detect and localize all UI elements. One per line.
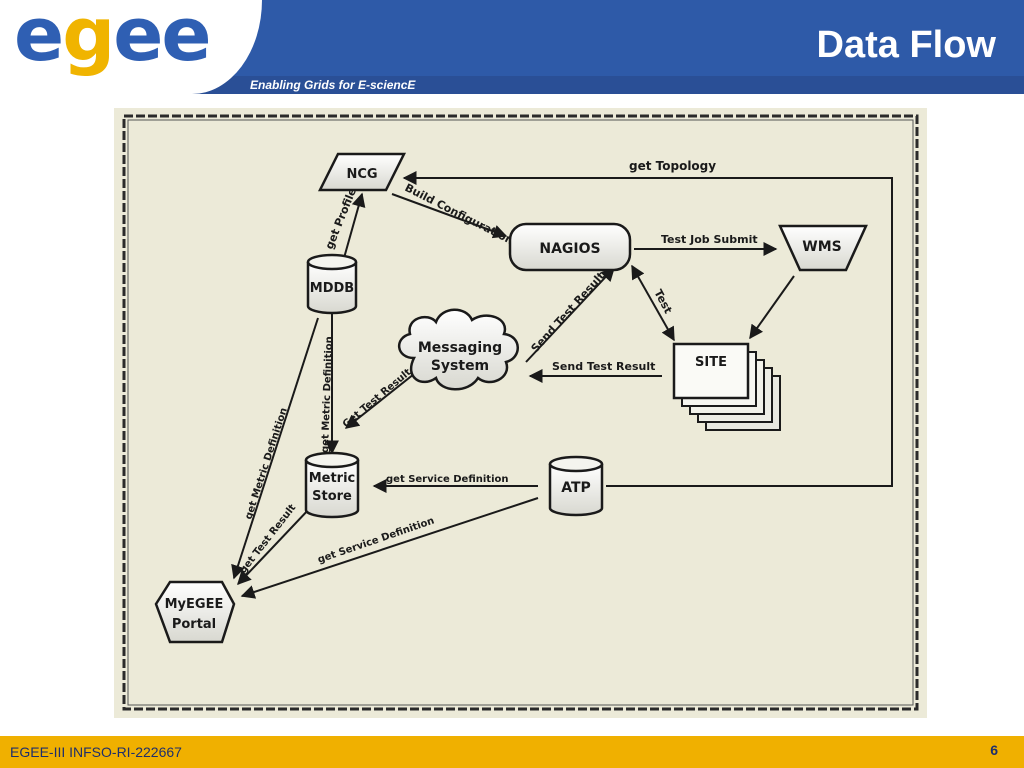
logo-container: egee (0, 0, 262, 94)
node-wms: WMS (778, 224, 868, 272)
header-band (0, 76, 1024, 94)
footer-bar: EGEE-III INFSO-RI-222667 6 (0, 736, 1024, 768)
node-myegee-label-2: Portal (172, 617, 216, 632)
label-get-service-definition-1: get Service Definition (386, 474, 509, 485)
node-messaging-label-2: System (431, 358, 489, 374)
edge-test-job-submit: Test Job Submit (634, 233, 778, 256)
egee-logo: egee (14, 0, 212, 78)
node-site-label: SITE (695, 355, 727, 370)
data-flow-diagram: get Topology Build Configuration get Pro… (114, 108, 927, 718)
node-nagios: NAGIOS (508, 222, 632, 272)
edge-wms-site (749, 275, 795, 340)
node-atp: ATP (548, 455, 604, 517)
edge-get-service-definition-1: get Service Definition (372, 474, 538, 493)
slide-title: Data Flow (816, 24, 996, 66)
diagram-frame (122, 114, 919, 711)
node-messaging-system: Messaging System (398, 308, 519, 391)
label-test-job-submit: Test Job Submit (661, 233, 758, 246)
node-metric-store: Metric Store (304, 451, 360, 519)
tagline: Enabling Grids for E-sciencE (250, 78, 416, 92)
paper-background (114, 108, 927, 718)
node-myegee-portal: MyEGEE Portal (154, 580, 236, 644)
edge-get-topology: get Topology (402, 159, 893, 487)
node-nagios-label: NAGIOS (539, 241, 600, 257)
node-ncg-label: NCG (346, 167, 377, 182)
node-messaging-label-1: Messaging (418, 340, 502, 356)
edge-get-metric-definition-1: get Metric Definition (320, 314, 339, 455)
node-metric-label-1: Metric (309, 471, 356, 486)
footer-project-id: EGEE-III INFSO-RI-222667 (10, 744, 182, 760)
edge-send-test-result-2: Send Test Result (528, 360, 662, 383)
node-site: SITE (672, 342, 781, 431)
node-ncg: NCG (317, 152, 407, 192)
node-mddb: MDDB (306, 253, 358, 315)
label-get-metric-definition-1: get Metric Definition (320, 336, 335, 453)
node-mddb-label: MDDB (310, 281, 354, 296)
node-myegee-label-1: MyEGEE (165, 597, 224, 612)
label-send-test-result-2: Send Test Result (552, 360, 655, 373)
header-bar: egee Enabling Grids for E-sciencE Data F… (0, 0, 1024, 94)
page-number: 6 (990, 742, 998, 758)
diagram-frame-inner (127, 119, 914, 706)
node-atp-label: ATP (561, 480, 591, 496)
label-get-topology: get Topology (629, 159, 716, 173)
node-metric-label-2: Store (312, 489, 352, 504)
node-wms-label: WMS (802, 239, 841, 255)
